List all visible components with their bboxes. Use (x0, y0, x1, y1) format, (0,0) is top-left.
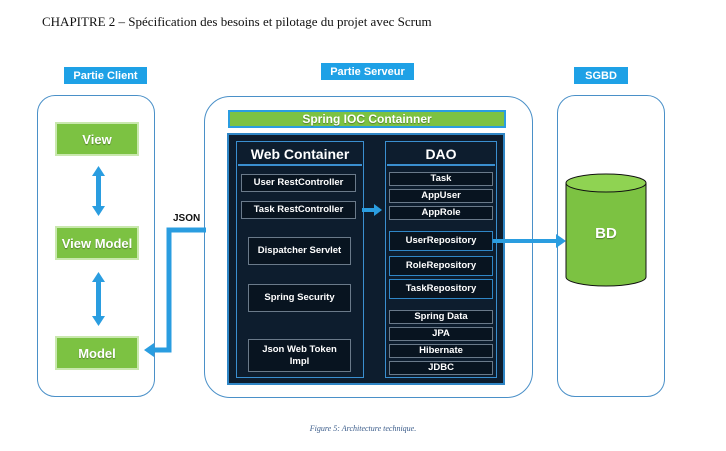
dao-divider (387, 164, 495, 166)
dao-title: DAO (425, 146, 457, 162)
entity-task: Task (389, 172, 493, 186)
section-label-client: Partie Client (64, 67, 147, 84)
section-label-server: Partie Serveur (321, 63, 414, 80)
dispatcher-servlet: Dispatcher Servlet (248, 237, 351, 265)
entity-appuser: AppUser (389, 189, 493, 203)
json-arrowhead (144, 343, 154, 357)
model-box: Model (55, 336, 139, 370)
arrow-viewmodel-model (92, 272, 105, 326)
arrow-dao-to-bd (493, 234, 566, 248)
stack-hibernate: Hibernate (389, 344, 493, 358)
arrow-web-to-dao (362, 204, 382, 216)
entity-approle: AppRole (389, 206, 493, 220)
json-arrow (152, 227, 206, 353)
arrow-view-viewmodel (92, 166, 105, 216)
spring-ioc-container: Spring IOC Containner (228, 110, 506, 128)
figure-caption: Figure 5: Architecture technique. (309, 424, 417, 433)
json-web-token-impl: Json Web Token Impl (248, 339, 351, 372)
jwt-line-2: Impl (289, 355, 310, 367)
user-repository: UserRepository (389, 231, 493, 251)
stack-spring-data: Spring Data (389, 310, 493, 324)
jwt-line-1: Json Web Token (262, 343, 337, 355)
web-container-title: Web Container (250, 146, 350, 162)
task-repository: TaskRepository (389, 279, 493, 299)
web-container-divider (238, 164, 362, 166)
database-cylinder (565, 173, 647, 287)
database-label: BD (595, 225, 617, 242)
task-restcontroller: Task RestController (241, 201, 356, 219)
view-model-box: View Model (55, 226, 139, 260)
stack-jpa: JPA (389, 327, 493, 341)
section-label-sgbd: SGBD (574, 67, 628, 84)
role-repository: RoleRepository (389, 256, 493, 276)
json-label: JSON (173, 213, 201, 224)
chapter-header: CHAPITRE 2 – Spécification des besoins e… (42, 14, 432, 29)
stack-jdbc: JDBC (389, 361, 493, 375)
user-restcontroller: User RestController (241, 174, 356, 192)
view-box: View (55, 122, 139, 156)
spring-security: Spring Security (248, 284, 351, 312)
